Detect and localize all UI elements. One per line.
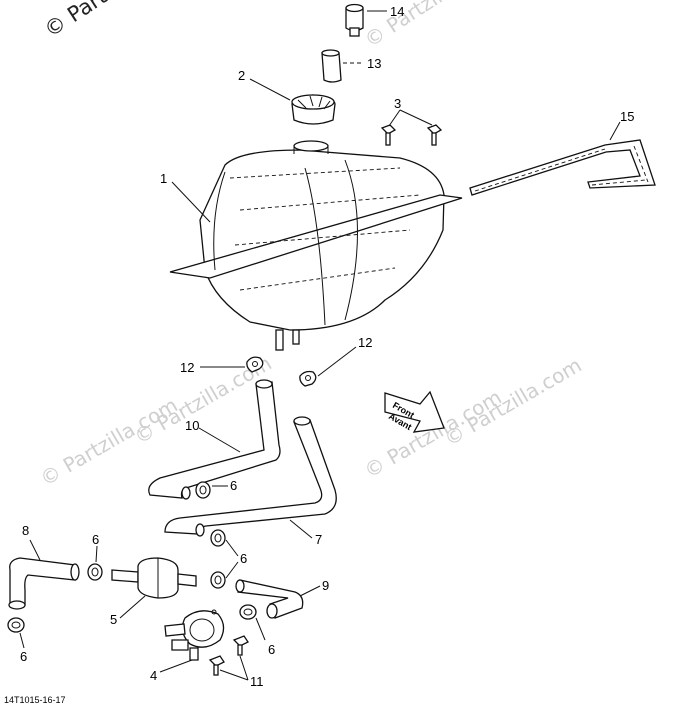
callout-12: 12 (358, 335, 372, 350)
callout-6: 6 (230, 478, 237, 493)
part-12-clamp (246, 356, 264, 373)
callout-11: 11 (250, 674, 264, 689)
part-5-fuel-filter (111, 557, 197, 599)
part-9-hose (235, 579, 304, 619)
callout-6: 6 (92, 532, 99, 547)
part-6-clamp (87, 563, 103, 581)
part-3-bolt (380, 124, 397, 146)
part-6-clamp (239, 604, 257, 620)
callout-6: 6 (268, 642, 275, 657)
part-8-hose (8, 557, 80, 610)
part-10-hose (148, 379, 281, 500)
part-6-clamp (195, 481, 211, 499)
callout-2: 2 (238, 68, 245, 83)
part-11-screw (208, 655, 225, 676)
part-14-vent-valve (345, 3, 364, 37)
callout-6: 6 (20, 649, 27, 664)
callout-5: 5 (110, 612, 117, 627)
callout-7: 7 (315, 532, 322, 547)
part-11-screw (232, 635, 249, 656)
part-13-hose (321, 49, 342, 83)
callout-9: 9 (322, 578, 329, 593)
callout-6: 6 (240, 551, 247, 566)
callout-12: 12 (180, 360, 194, 375)
callout-10: 10 (185, 418, 199, 433)
callout-8: 8 (22, 523, 29, 538)
front-direction-arrow: Front Avant (384, 390, 445, 433)
callout-4: 4 (150, 668, 157, 683)
part-15-foam-strip (469, 139, 656, 196)
part-6-clamp (210, 529, 226, 547)
callout-3: 3 (394, 96, 401, 111)
callout-1: 1 (160, 171, 167, 186)
part-4-fuel-pump (164, 609, 225, 661)
callout-15: 15 (620, 109, 634, 124)
callout-14: 14 (390, 4, 404, 19)
part-6-clamp (210, 571, 226, 589)
diagram-code: 14T1015-16-17 (4, 695, 66, 705)
part-1-fuel-tank (169, 140, 463, 351)
part-3-bolt (426, 124, 443, 146)
part-6-clamp (7, 617, 25, 633)
part-2-fuel-cap (291, 94, 336, 125)
callout-13: 13 (367, 56, 381, 71)
part-7-hose (164, 416, 337, 537)
part-12-clamp (299, 370, 317, 387)
